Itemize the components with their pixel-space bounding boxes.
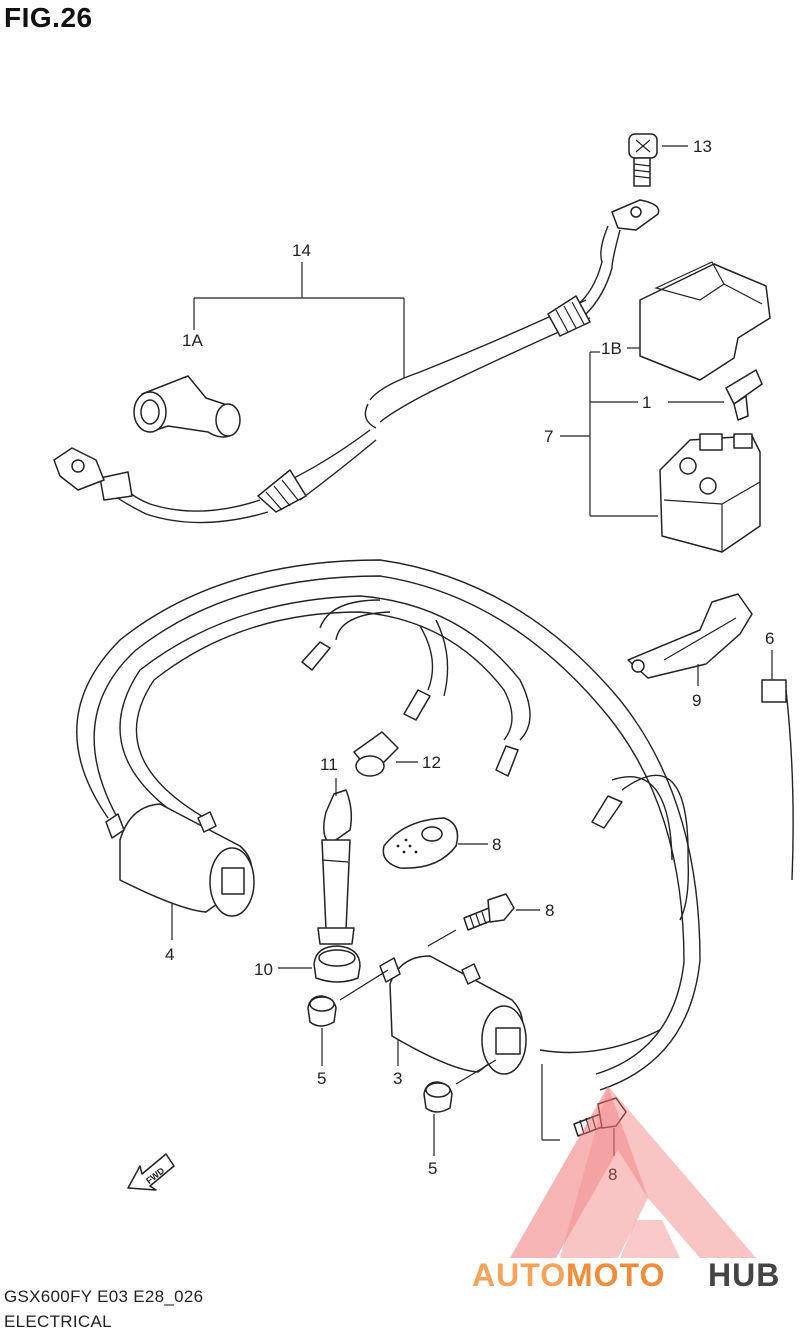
callout-4: 4 bbox=[165, 945, 174, 964]
callout-14: 1A bbox=[182, 331, 203, 350]
callout-8-upper: 8 bbox=[545, 901, 554, 920]
part-2-bolt bbox=[628, 133, 688, 187]
callout-9: 11 bbox=[320, 755, 338, 774]
automotohub-watermark bbox=[510, 1086, 756, 1258]
callout-2: 13 bbox=[693, 137, 712, 156]
footer-model-code: GSX600FY E03 E28_026 bbox=[4, 1287, 204, 1306]
watermark-brand-moto: MOTO bbox=[566, 1257, 665, 1293]
fwd-arrow-icon: FWD bbox=[127, 1153, 175, 1191]
part-13-battery-cable bbox=[53, 199, 660, 524]
part-9-spark-plug-cap bbox=[317, 778, 355, 945]
part-4-ignition-coil bbox=[105, 803, 255, 940]
part-3-ignition-coil bbox=[339, 929, 560, 1141]
part-7-clamp bbox=[761, 650, 794, 881]
part-1-starter-relay bbox=[560, 261, 771, 553]
part-12-pad bbox=[382, 817, 488, 869]
callout-5-right: 5 bbox=[428, 1159, 437, 1178]
callout-10: 10 bbox=[254, 960, 273, 979]
callout-1: 7 bbox=[544, 427, 553, 446]
callout-11: 12 bbox=[422, 753, 441, 772]
callout-6: 9 bbox=[692, 691, 701, 710]
part-14-terminal-boot bbox=[133, 375, 241, 438]
callout-3: 3 bbox=[393, 1069, 402, 1088]
callout-1a: 1B bbox=[601, 339, 622, 358]
footer-group-name: ELECTRICAL bbox=[4, 1312, 112, 1331]
callout-8-lower: 8 bbox=[608, 1165, 617, 1184]
callout-5-left: 5 bbox=[317, 1069, 326, 1088]
callout-1b: 1 bbox=[642, 393, 651, 412]
part-5-collar-right bbox=[423, 1081, 453, 1156]
figure-title: FIG.26 bbox=[4, 2, 93, 33]
part-11-connector bbox=[353, 731, 418, 777]
part-8-bolt-upper bbox=[463, 893, 540, 931]
callout-13: 14 bbox=[292, 241, 311, 260]
part-10-cap-seal bbox=[278, 945, 361, 983]
callout-12: 8 bbox=[492, 835, 501, 854]
callout-7: 6 bbox=[765, 629, 774, 648]
part-5-collar-left bbox=[307, 995, 337, 1066]
part-6-bracket bbox=[627, 593, 753, 686]
watermark-brand-hub: HUB bbox=[708, 1257, 780, 1293]
ignition-leads bbox=[76, 559, 701, 1091]
watermark-brand-auto: AUTO bbox=[472, 1257, 566, 1293]
